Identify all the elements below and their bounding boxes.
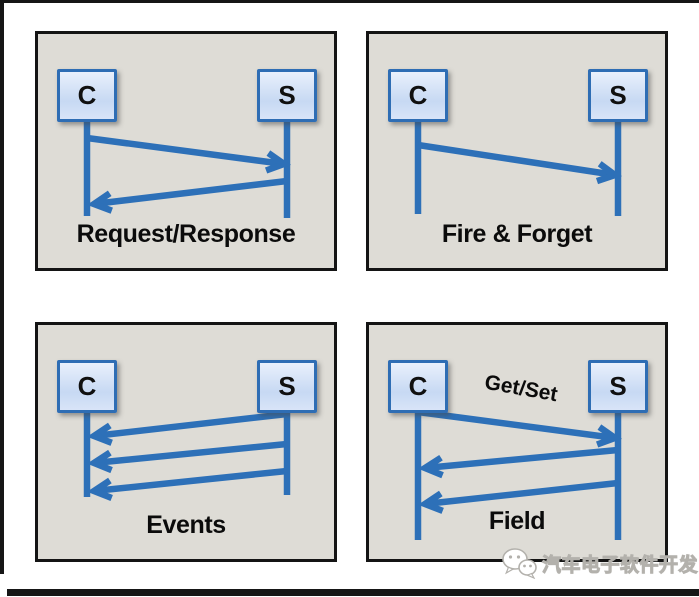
server-label: S [609, 371, 627, 401]
frame-left-border [0, 0, 4, 574]
client-label: C [77, 80, 97, 110]
server-label: S [278, 371, 296, 401]
panel-caption: Events [146, 511, 226, 539]
panel-caption: Field [488, 507, 546, 535]
server-box: S [588, 360, 648, 413]
server-box: S [257, 69, 317, 122]
panel-events: C S Events [35, 322, 337, 562]
panel-fire-forget: C S Fire & Forget [366, 31, 668, 271]
server-box: S [588, 69, 648, 122]
sequence-arrows [83, 410, 291, 502]
client-label: C [408, 371, 428, 401]
sequence-arrows [414, 408, 622, 540]
server-label: S [609, 80, 627, 110]
watermark: 汽车电子软件开发 [501, 547, 698, 579]
client-box: C [388, 360, 448, 413]
panel-caption: Request/Response [76, 220, 296, 248]
client-box: C [57, 360, 117, 413]
sequence-arrows [83, 122, 291, 218]
wechat-icon [502, 548, 537, 579]
server-box: S [257, 360, 317, 413]
client-label: C [77, 371, 97, 401]
panel-caption: Fire & Forget [441, 220, 593, 248]
panel-request-response: C S Request/Response [35, 31, 337, 271]
client-box: C [57, 69, 117, 122]
client-box: C [388, 69, 448, 122]
client-label: C [408, 80, 428, 110]
frame-top-border [0, 0, 699, 3]
panel-field: C S Get/Set Field [366, 322, 668, 562]
server-label: S [278, 80, 296, 110]
frame-bottom-border [7, 589, 699, 596]
sequence-arrows [414, 122, 622, 216]
watermark-text: 汽车电子软件开发 [541, 554, 699, 576]
